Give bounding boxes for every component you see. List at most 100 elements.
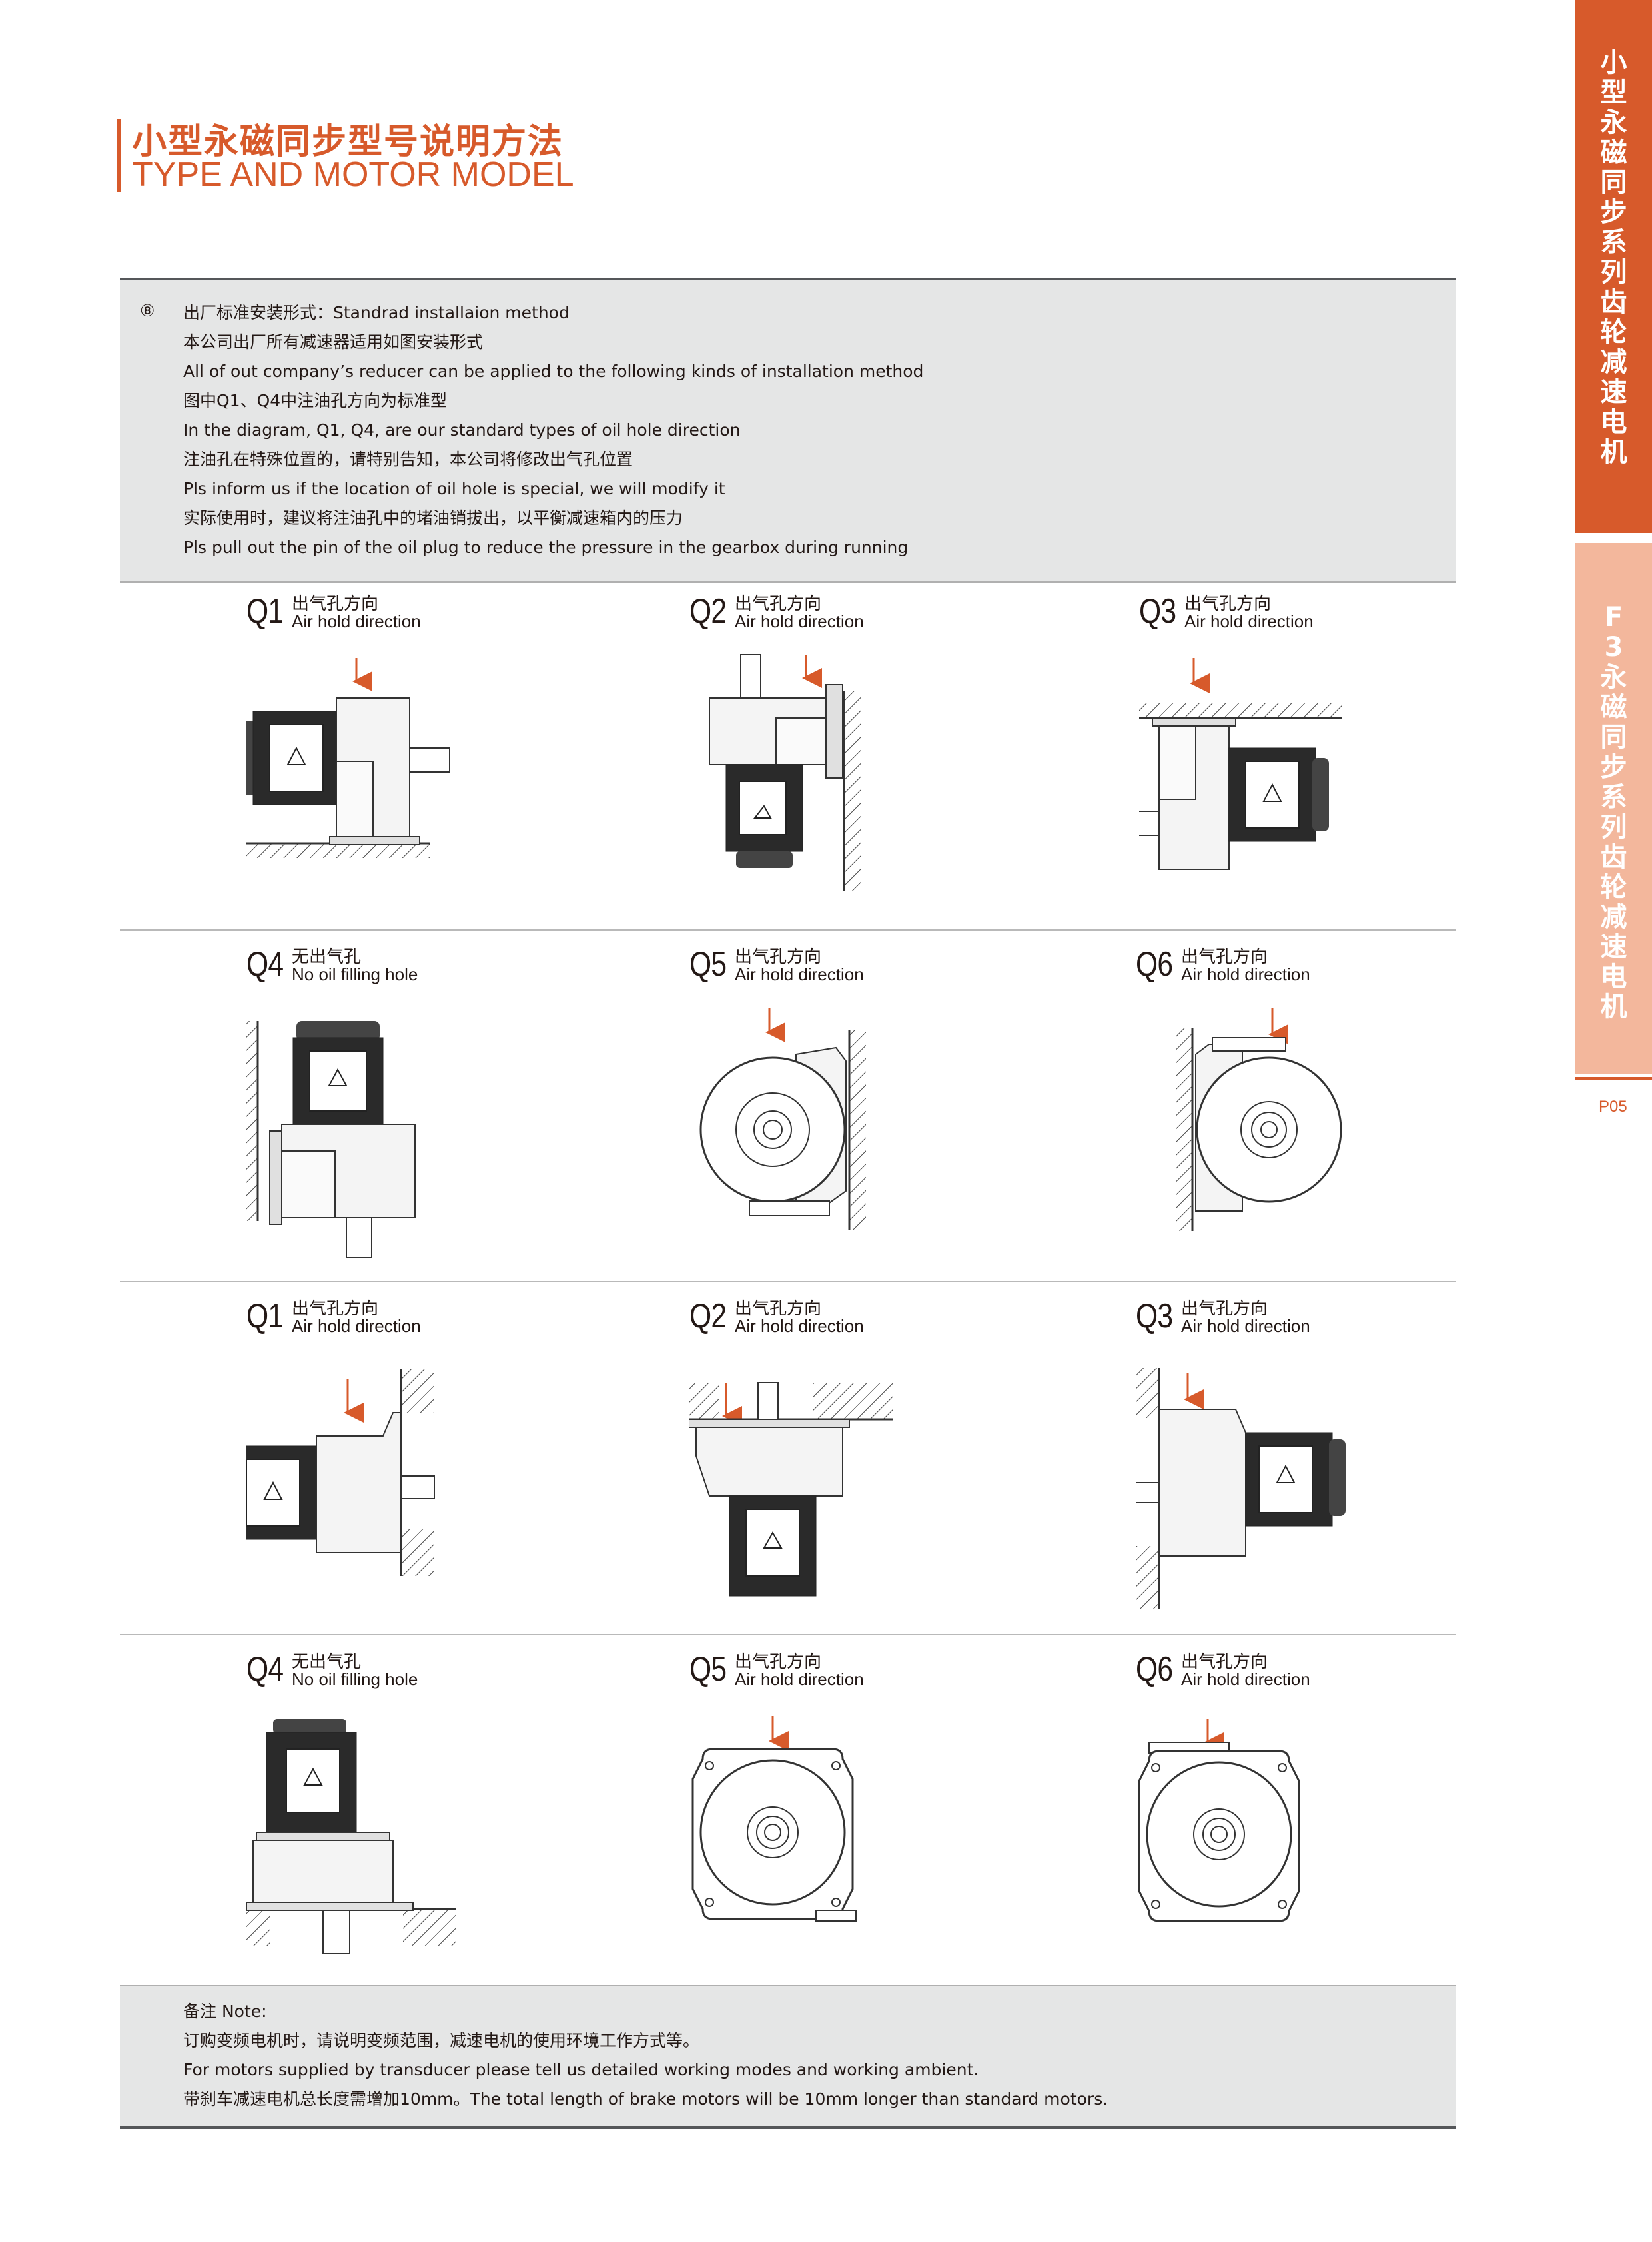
install-cell-q4-top: Q4 无出气孔 No oil filling hole	[246, 944, 686, 1291]
warning-triangle-icon	[286, 746, 306, 765]
position-label-en: Air hold direction	[735, 1316, 864, 1336]
hatched-wall-icon	[246, 1021, 258, 1221]
install-cell-q3-top: Q3 出气孔方向 Air hold direction	[1139, 591, 1579, 938]
row-divider	[120, 929, 1456, 931]
note-line: 带刹车减速电机总长度需增加10mm。The total length of br…	[183, 2089, 1108, 2109]
sidebar-tab-active-label: 小型永磁同步系列齿轮减速电机	[1600, 47, 1627, 468]
gear-motor-drawing	[246, 1369, 435, 1576]
gear-motor-drawing	[699, 1008, 866, 1230]
position-label-cn: 出气孔方向	[735, 1652, 822, 1672]
intro-line: In the diagram, Q1, Q4, are our standard…	[183, 420, 741, 440]
position-label-cn: 出气孔方向	[292, 1299, 379, 1319]
hatched-wall-icon	[401, 1369, 434, 1413]
position-code: Q1	[246, 592, 284, 631]
position-code: Q2	[689, 592, 727, 631]
intro-marker: ⑧	[140, 301, 155, 320]
position-code: Q4	[246, 1650, 284, 1688]
intro-text: 出厂标准安装形式：Standrad installaion method 本公司…	[183, 298, 923, 562]
install-cell-q1-top: Q1 出气孔方向 Air hold direction	[246, 591, 686, 938]
position-label-en: Air hold direction	[1181, 1669, 1310, 1689]
page-title-cn: 小型永磁同步型号说明方法	[132, 122, 564, 162]
install-cell-q3-bottom: Q3 出气孔方向 Air hold direction	[1136, 1296, 1575, 1643]
position-label-cn: 出气孔方向	[1184, 594, 1272, 614]
install-cell-q2-bottom: Q2 出气孔方向 Air hold direction	[689, 1296, 1129, 1643]
install-cell-q1-bottom: Q1 出气孔方向 Air hold direction	[246, 1296, 686, 1643]
hatched-wall-icon	[849, 1030, 866, 1230]
warning-triangle-icon	[753, 805, 772, 819]
gear-motor-drawing	[689, 1382, 893, 1597]
position-label-cn: 出气孔方向	[292, 594, 379, 614]
intro-line: Pls pull out the pin of the oil plug to …	[183, 538, 909, 557]
position-label-en: Air hold direction	[1181, 1316, 1310, 1336]
hatched-wall-icon	[844, 691, 861, 891]
position-label-cn: 出气孔方向	[735, 947, 822, 967]
hatched-wall-icon	[246, 1909, 270, 1946]
gear-motor-drawing	[1136, 1368, 1346, 1609]
gear-motor-drawing	[1176, 1008, 1342, 1231]
page-title-en: TYPE AND MOTOR MODEL	[132, 155, 574, 194]
intro-line: 出厂标准安装形式：Standrad installaion method	[183, 303, 570, 322]
install-cell-q2-top: Q2 出气孔方向 Air hold direction	[689, 591, 1129, 938]
position-label-en: Air hold direction	[1181, 964, 1310, 984]
warning-triangle-icon	[328, 1068, 348, 1086]
sidebar-tab-inactive-label: F3永磁同步系列齿轮减速电机	[1600, 602, 1627, 1022]
install-cell-q6-top: Q6 出气孔方向 Air hold direction	[1136, 944, 1575, 1291]
intro-line: 本公司出厂所有减速器适用如图安装形式	[183, 332, 484, 352]
position-label-cn: 出气孔方向	[1181, 1299, 1268, 1319]
position-label-en: Air hold direction	[735, 1669, 864, 1689]
position-label-en: Air hold direction	[292, 611, 421, 631]
sidebar-tab-inactive	[1575, 543, 1652, 1074]
hatched-wall-icon	[1136, 1368, 1159, 1418]
gear-motor-drawing	[691, 1716, 857, 1922]
position-label-en: Air hold direction	[292, 1316, 421, 1336]
warning-triangle-icon	[303, 1767, 323, 1786]
intro-line: 注油孔在特殊位置的，请特别告知，本公司将修改出气孔位置	[183, 450, 633, 469]
warning-triangle-icon	[1262, 783, 1282, 802]
sidebar-tab-active	[1575, 0, 1652, 533]
warning-triangle-icon	[763, 1531, 783, 1549]
gear-motor-drawing	[1139, 658, 1342, 870]
page-number: P05	[1599, 1098, 1627, 1116]
row-divider	[120, 1634, 1456, 1635]
note-line: For motors supplied by transducer please…	[183, 2060, 979, 2079]
position-label-en: Air hold direction	[735, 964, 864, 984]
hatched-wall-icon	[1139, 703, 1342, 718]
position-code: Q6	[1136, 945, 1173, 984]
gear-motor-drawing	[709, 654, 861, 891]
position-code: Q4	[246, 945, 284, 984]
note-line: 备注 Note:	[183, 2002, 267, 2021]
install-cell-q6-bottom: Q6 出气孔方向 Air hold direction	[1136, 1649, 1575, 1996]
intro-panel	[120, 278, 1456, 583]
position-label-cn: 出气孔方向	[735, 1299, 822, 1319]
note-line: 订购变频电机时，请说明变频范围，减速电机的使用环境工作方式等。	[183, 2031, 700, 2050]
position-label-en: No oil filling hole	[292, 964, 418, 984]
position-label-en: No oil filling hole	[292, 1669, 418, 1689]
position-code: Q5	[689, 1650, 727, 1688]
note-panel	[120, 1985, 1456, 2129]
install-cell-q5-top: Q5 出气孔方向 Air hold direction	[689, 944, 1129, 1291]
position-code: Q5	[689, 945, 727, 984]
position-code: Q1	[246, 1297, 284, 1335]
position-code: Q6	[1136, 1650, 1173, 1688]
intro-line: 图中Q1、Q4中注油孔方向为标准型	[183, 391, 448, 410]
gear-motor-drawing	[246, 1021, 416, 1258]
hatched-wall-icon	[1176, 1028, 1192, 1231]
position-label-en: Air hold direction	[1184, 611, 1314, 631]
intro-line: 实际使用时，建议将注油孔中的堵油销拔出，以平衡减速箱内的压力	[183, 508, 683, 528]
position-label-en: Air hold direction	[735, 611, 864, 631]
install-cell-q4-bottom: Q4 无出气孔 No oil filling hole	[246, 1649, 686, 1996]
position-label-cn: 无出气孔	[292, 1652, 362, 1672]
install-cell-q5-bottom: Q5 出气孔方向 Air hold direction	[689, 1649, 1129, 1996]
sidebar-rule	[1575, 1077, 1652, 1080]
warning-triangle-icon	[1276, 1464, 1296, 1483]
title-accent-bar	[117, 119, 121, 192]
position-label-cn: 出气孔方向	[1181, 1652, 1268, 1672]
position-code: Q3	[1139, 592, 1176, 631]
position-code: Q2	[689, 1297, 727, 1335]
note-text: 备注 Note: 订购变频电机时，请说明变频范围，减速电机的使用环境工作方式等。…	[183, 1997, 1108, 2114]
hatched-wall-icon	[246, 843, 430, 858]
position-label-cn: 出气孔方向	[1181, 947, 1268, 967]
gear-motor-drawing	[246, 658, 450, 858]
position-code: Q3	[1136, 1297, 1173, 1335]
gear-motor-drawing	[1138, 1719, 1300, 1922]
